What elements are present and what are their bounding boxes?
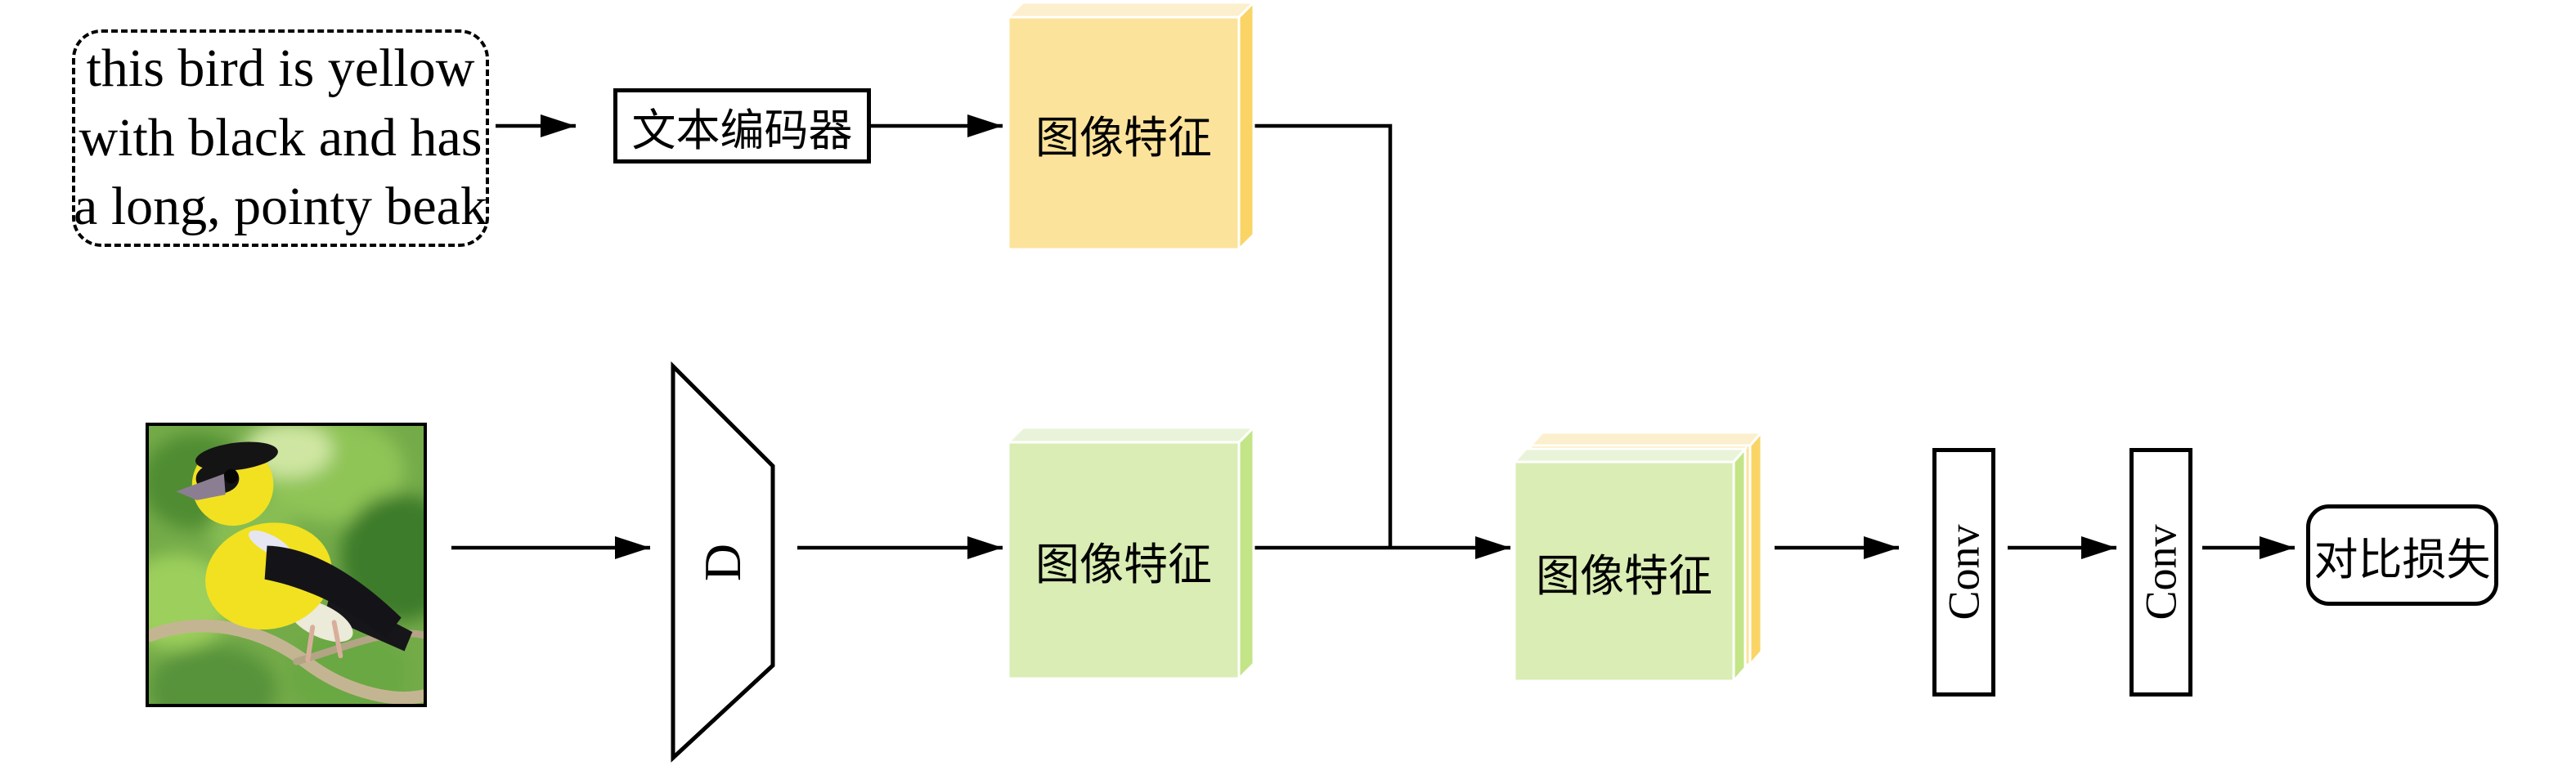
conv2-box: Conv: [2129, 448, 2192, 697]
bird-beak: [176, 473, 226, 500]
connector-text-feature-to-junction: [1254, 123, 1393, 548]
image-feature-front-face: [1007, 441, 1241, 680]
caption-line: a long, pointy beak: [74, 177, 487, 237]
bird-body-group: [176, 441, 413, 663]
conv2-label: Conv: [2136, 524, 2186, 620]
bird-wing: [264, 545, 402, 638]
text-feature-top-face: [1005, 1, 1257, 19]
fused-yellow-side-face: [1748, 429, 1763, 668]
fused-green-side-face: [1732, 446, 1747, 684]
text-feature-box-3d: [1005, 0, 1257, 253]
image-feature-side-face: [1237, 424, 1255, 682]
text-encoder-box: 文本编码器: [613, 88, 871, 164]
image-feature-box-3d: [1005, 424, 1257, 682]
bird-legs: [305, 620, 343, 663]
bird-image: [146, 423, 427, 707]
bird-illustration: [149, 426, 424, 704]
discriminator-label: D: [693, 543, 752, 581]
text-feature-front-face: [1007, 16, 1241, 251]
conv1-box: Conv: [1932, 448, 1995, 697]
text-encoder-label: 文本编码器: [631, 105, 853, 155]
fused-green-top-face: [1511, 447, 1748, 464]
text-caption-box: this bird is yellow with black and has a…: [72, 29, 489, 247]
caption-line: this bird is yellow: [86, 38, 475, 99]
image-feature-top-face: [1005, 426, 1257, 444]
fused-green-front-face: [1513, 460, 1735, 683]
fused-yellow-top-face: [1528, 431, 1765, 447]
conv1-label: Conv: [1939, 524, 1989, 620]
contrastive-loss-label: 对比损失: [2313, 535, 2491, 585]
text-feature-side-face: [1237, 0, 1255, 253]
fused-feature-box-3d: [1511, 429, 1765, 684]
caption-line: with black and has: [79, 107, 482, 168]
discriminator-trapezoid: [671, 361, 775, 763]
contrastive-loss-box: 对比损失: [2306, 504, 2498, 606]
bird-crown: [195, 441, 278, 471]
bird-eye: [223, 468, 239, 484]
discriminator-label-box: D: [673, 366, 773, 758]
